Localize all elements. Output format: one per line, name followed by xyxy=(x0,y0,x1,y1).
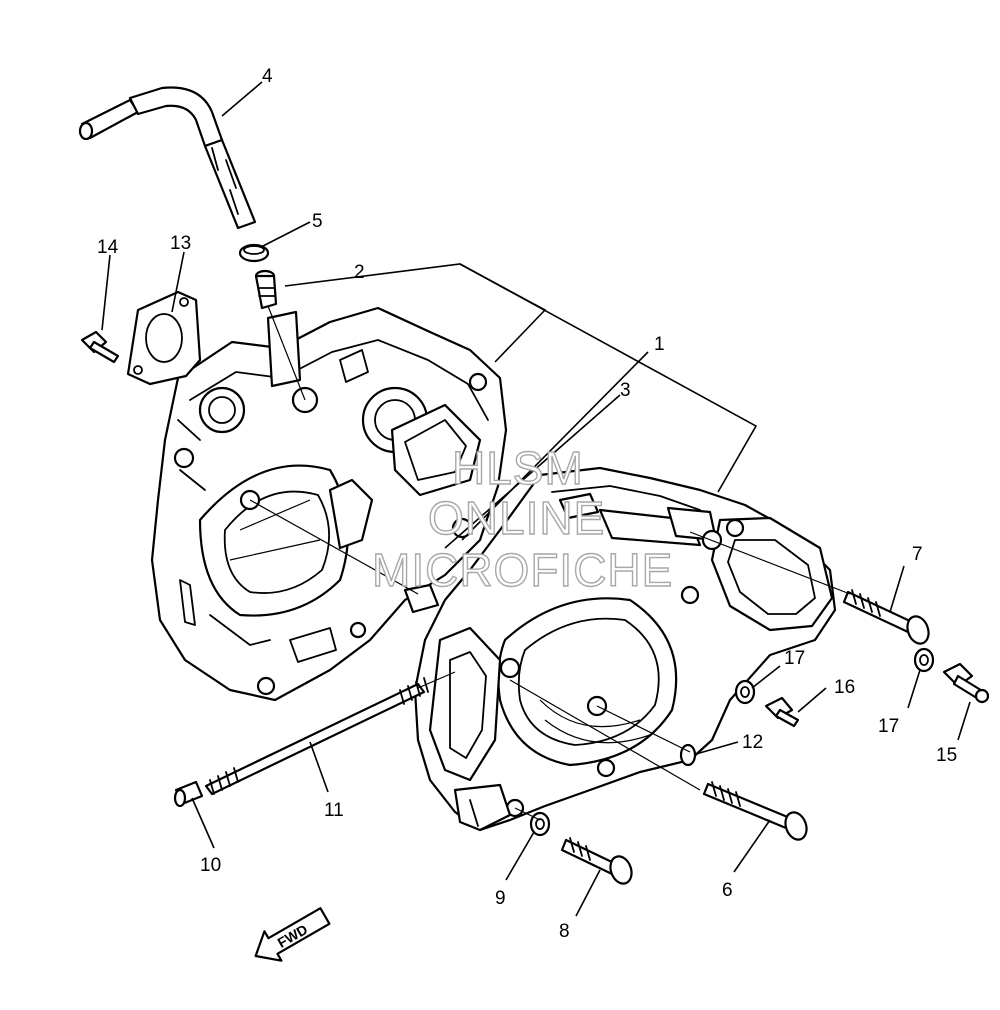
washer-17b xyxy=(913,647,935,673)
left-crankcase xyxy=(150,306,508,702)
callout-13: 13 xyxy=(170,233,191,254)
callout-17: 17 xyxy=(878,716,899,737)
watermark-line-3: MICROFICHE xyxy=(372,544,673,596)
callout-2: 2 xyxy=(354,262,365,283)
callout-7: 7 xyxy=(912,544,923,565)
breather-hose xyxy=(78,86,257,230)
watermark: HLSM ONLINE MICROFICHE xyxy=(371,441,673,596)
bolt-14 xyxy=(80,330,120,364)
callout-12: 12 xyxy=(742,732,763,753)
bolt-6 xyxy=(702,781,808,841)
stud-bolt xyxy=(204,677,429,796)
watermark-line-1: HLSM xyxy=(452,442,584,494)
callout-4: 4 xyxy=(262,66,273,87)
bolt-8 xyxy=(560,837,633,885)
bolt-16 xyxy=(764,696,800,728)
washer-9 xyxy=(529,811,551,837)
callout-6: 6 xyxy=(722,880,733,901)
bolt-15 xyxy=(942,662,990,704)
callout-15: 15 xyxy=(936,745,957,766)
bolt-7 xyxy=(842,589,930,645)
callout-11: 11 xyxy=(324,800,344,821)
callout-numbers: 1 2 3 4 5 6 7 8 9 10 11 12 13 14 15 16 1… xyxy=(97,66,957,942)
washer-17a xyxy=(734,679,756,705)
callout-16: 16 xyxy=(834,677,855,698)
leader-lines xyxy=(101,81,971,917)
dowel-pin xyxy=(173,780,204,808)
gasket xyxy=(126,290,202,386)
callout-5: 5 xyxy=(312,211,323,232)
callout-10: 10 xyxy=(200,855,221,876)
o-ring-12 xyxy=(679,743,697,767)
callout-9: 9 xyxy=(495,888,506,909)
callout-8: 8 xyxy=(559,921,570,942)
forward-direction-arrow: FWD xyxy=(254,907,331,962)
callout-14: 14 xyxy=(97,237,119,258)
callout-17: 17 xyxy=(784,648,805,669)
alignment-lines xyxy=(249,305,851,821)
watermark-line-2: ONLINE xyxy=(428,492,605,544)
callout-1: 1 xyxy=(654,334,665,355)
breather-fitting xyxy=(254,269,278,310)
callout-3: 3 xyxy=(620,380,631,401)
hose-clamp xyxy=(238,243,270,263)
